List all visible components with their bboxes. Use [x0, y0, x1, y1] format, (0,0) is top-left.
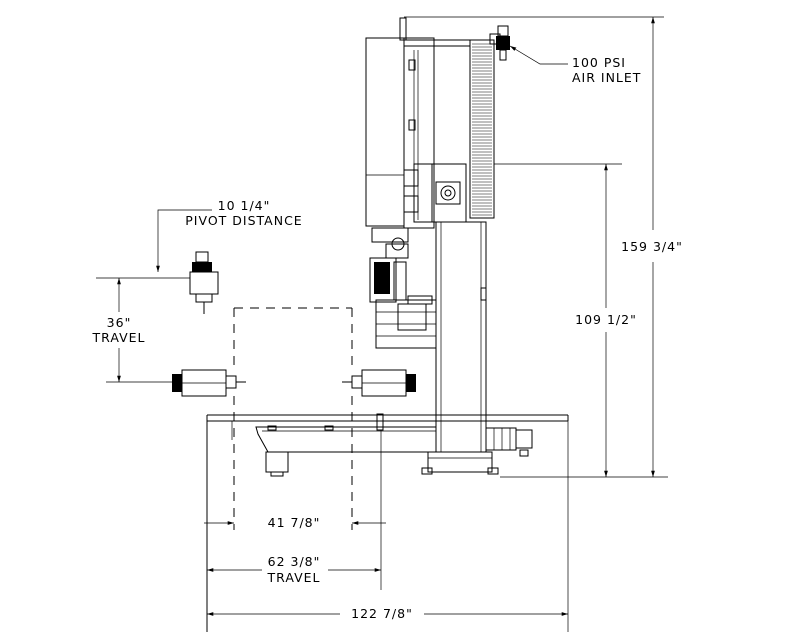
- callout-air-inlet: 100 PSI AIR INLET: [509, 45, 641, 85]
- vertical-travel-caption: TRAVEL: [92, 330, 146, 345]
- vertical-column: [435, 221, 487, 453]
- pivot-distance-caption: PIVOT DISTANCE: [185, 213, 302, 228]
- carriage-rail: [255, 413, 437, 477]
- travel-width-value: 62 3/8": [268, 554, 321, 569]
- travel-width-caption: TRAVEL: [267, 570, 321, 585]
- rail-drive-unit: [485, 427, 533, 457]
- inner-width-label: 41 7/8": [268, 515, 321, 530]
- vertical-slide: [365, 17, 501, 229]
- tool-head-left: [172, 369, 246, 397]
- slide-head: [369, 227, 409, 303]
- vertical-travel-value: 36": [107, 315, 132, 330]
- overall-height-label: 159 3/4": [621, 239, 683, 254]
- column-base: [421, 451, 499, 475]
- tool-head-top: [189, 251, 219, 314]
- dimension-column-height: 109 1/2": [575, 164, 637, 477]
- column-bracket: [375, 295, 437, 349]
- dimension-overall-height: 159 3/4": [404, 16, 683, 478]
- overall-width-label: 122 7/8": [351, 606, 413, 621]
- air-inlet-pressure: 100 PSI: [572, 55, 626, 70]
- dimension-inner-width: 41 7/8": [204, 515, 386, 530]
- air-inlet-fitting: [496, 25, 510, 61]
- upper-motor-box: [403, 163, 622, 223]
- dimension-travel-width: 62 3/8" TRAVEL: [207, 452, 382, 590]
- travel-envelope: [233, 307, 353, 530]
- column-height-label: 109 1/2": [575, 312, 637, 327]
- machine-structure: [172, 17, 622, 632]
- callout-pivot-distance: 10 1/4" PIVOT DISTANCE: [156, 198, 302, 272]
- cable-guide: [469, 39, 495, 219]
- dimension-vertical-travel: 36" TRAVEL: [92, 277, 190, 383]
- tool-head-right: [342, 369, 416, 397]
- dimension-overall-width: 122 7/8": [207, 421, 569, 632]
- air-inlet-caption: AIR INLET: [572, 70, 641, 85]
- base-table: [206, 414, 569, 632]
- pivot-distance-value: 10 1/4": [218, 198, 271, 213]
